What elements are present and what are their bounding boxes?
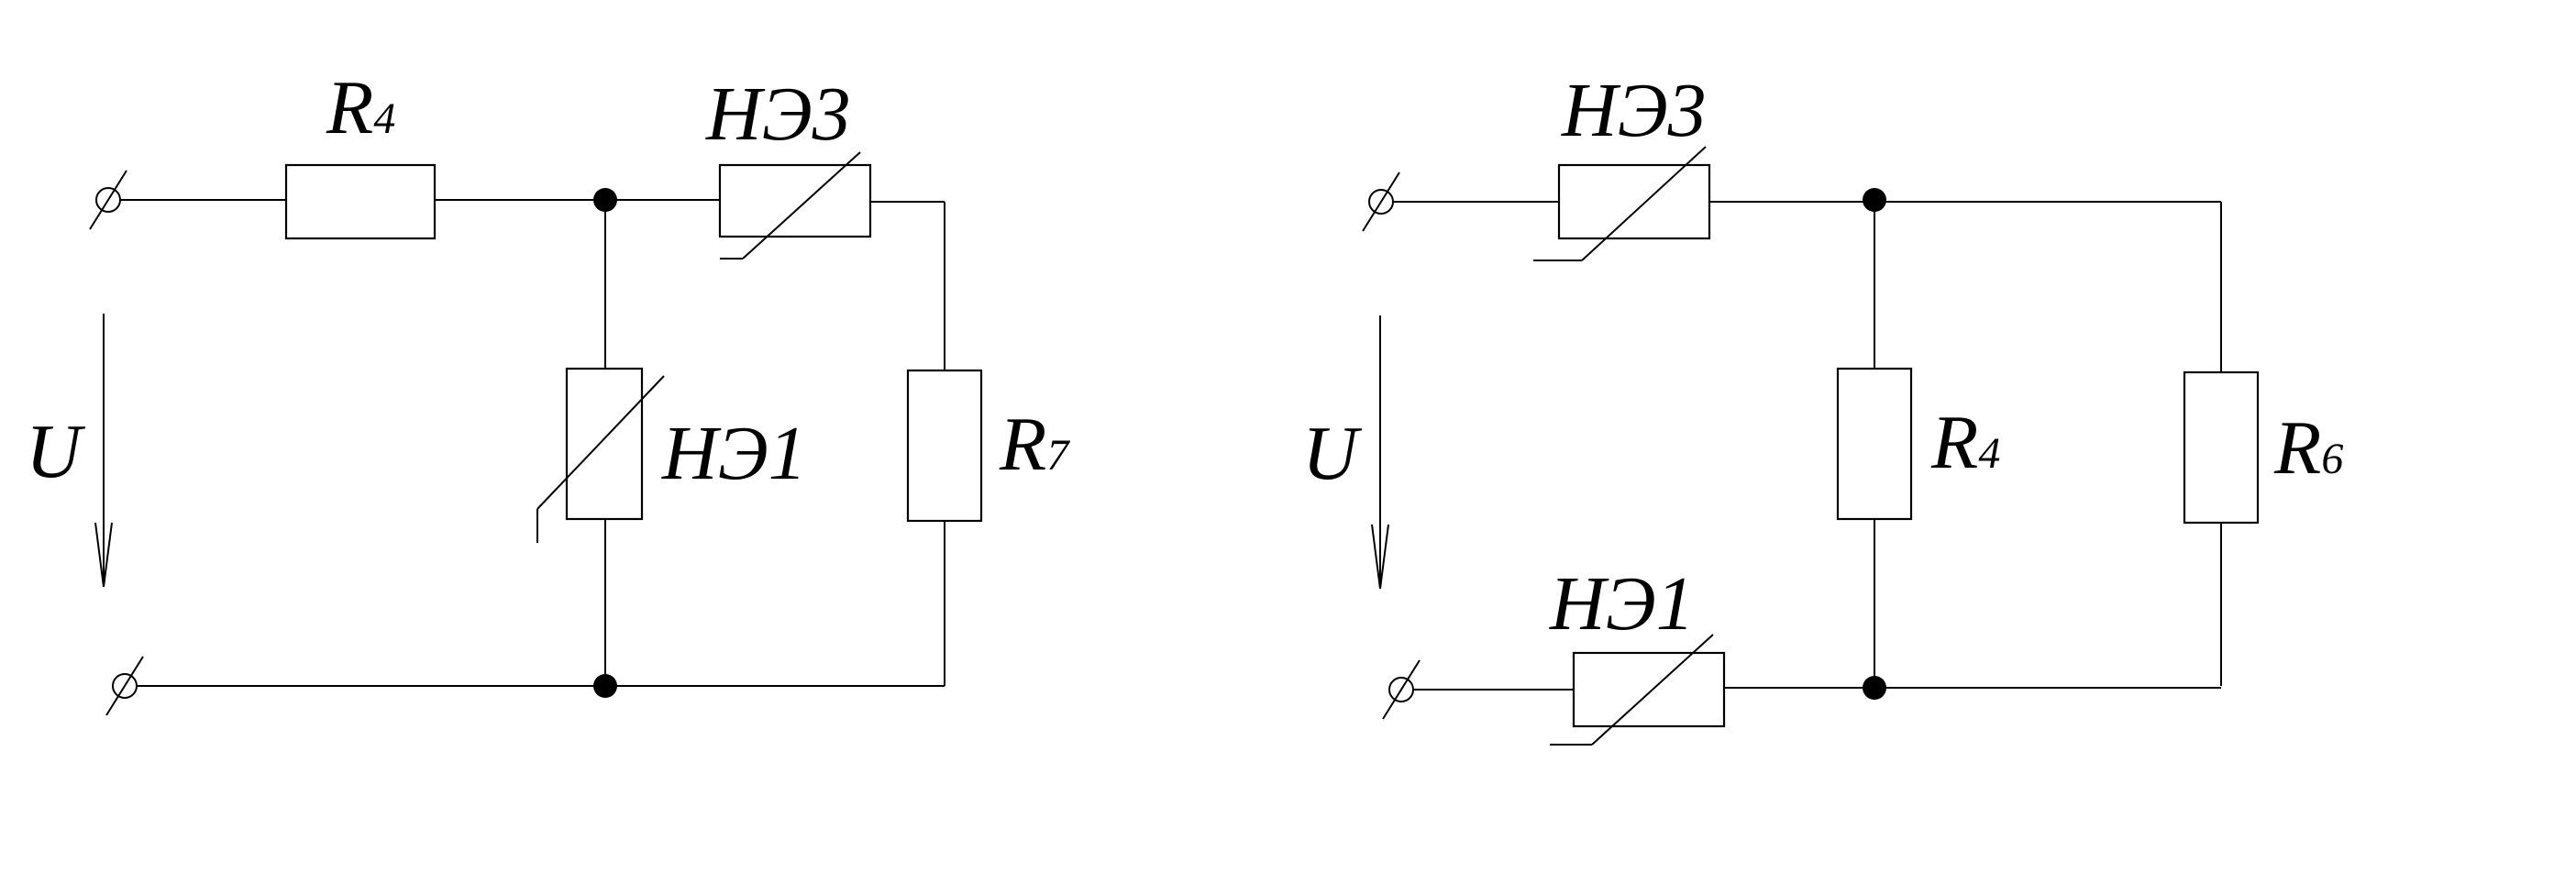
label-r7: R7	[999, 402, 1070, 487]
right-circuit: НЭ3 НЭ1 R4 R6 U	[1302, 68, 2343, 746]
label-voltage-left: U	[26, 409, 86, 494]
voltage-arrow-right	[1371, 315, 1389, 590]
left-wires	[120, 199, 945, 687]
resistor-r4-left	[284, 163, 437, 240]
resistor-r4-right	[1836, 367, 1913, 521]
voltage-arrow-left	[94, 314, 113, 588]
label-ne1-left: НЭ1	[661, 411, 807, 496]
label-ne3-left: НЭ3	[705, 72, 851, 157]
nonlinear-element-ne3-left	[718, 151, 872, 260]
nonlinear-element-ne3-right	[1533, 146, 1711, 261]
label-r4-left: R4	[326, 65, 395, 150]
junction-dot	[1863, 676, 1886, 700]
resistor-r6	[2183, 370, 2260, 525]
junction-dot	[1863, 188, 1886, 212]
junction-dot	[593, 188, 617, 212]
label-r4-right: R4	[1930, 400, 2000, 485]
label-voltage-right: U	[1302, 411, 1363, 496]
right-wires	[1393, 201, 2222, 691]
label-ne1-right: НЭ1	[1549, 561, 1695, 646]
nonlinear-element-ne1-left	[536, 367, 665, 543]
left-circuit: R4 НЭ3 НЭ1 R7 U	[26, 65, 1070, 716]
junction-dot	[593, 674, 617, 698]
label-ne3-right: НЭ3	[1561, 68, 1707, 153]
label-r6: R6	[2273, 405, 2343, 491]
nonlinear-element-ne1-right	[1550, 634, 1726, 746]
resistor-r7	[906, 369, 983, 523]
